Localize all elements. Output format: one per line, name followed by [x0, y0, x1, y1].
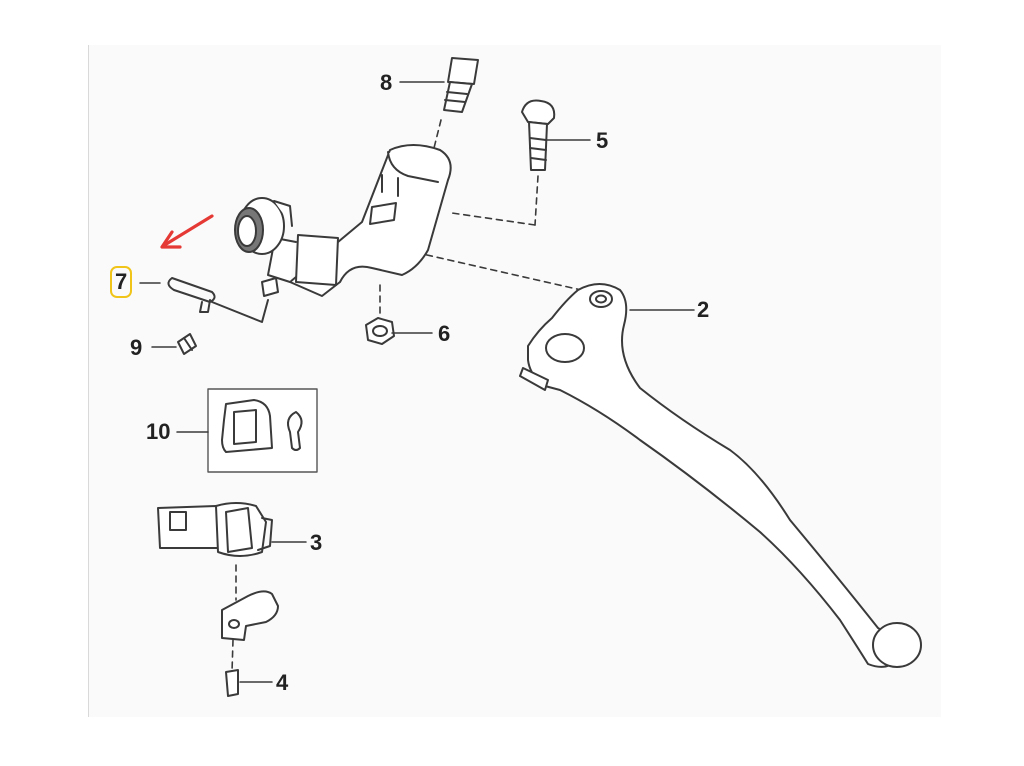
part-9-screw [177, 333, 197, 355]
part-4-bracket [221, 590, 279, 697]
callout-label-2: 2 [697, 297, 710, 322]
part-10-kit [207, 388, 318, 473]
part-8-bolt [443, 57, 479, 113]
part-2-lever [519, 283, 922, 668]
callout-label-7-highlighted: 7 [109, 266, 133, 298]
part-5-bolt [521, 99, 556, 171]
callout-label-8: 8 [380, 70, 393, 95]
part-7-clip [167, 277, 269, 323]
leader-lines [139, 81, 695, 683]
callout-label-6: 6 [438, 321, 451, 346]
assembly-dashed-lines [231, 119, 591, 673]
callout-label-5: 5 [596, 128, 609, 153]
red-arrow-indicator [160, 214, 214, 249]
callout-label-3: 3 [310, 530, 323, 555]
part-3-switch [157, 502, 273, 557]
callout-label-10: 10 [146, 419, 171, 444]
part-6-nut [365, 317, 395, 345]
callout-label-9: 9 [130, 335, 143, 360]
callout-label-4: 4 [276, 670, 289, 695]
part-clamp-body [234, 144, 452, 297]
